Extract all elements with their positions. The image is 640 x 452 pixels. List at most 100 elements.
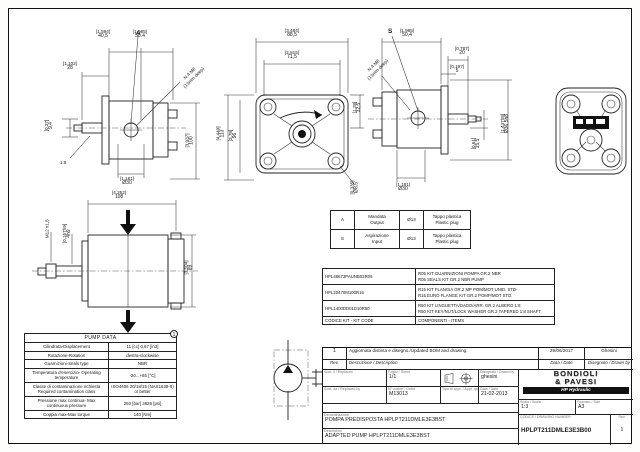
table-footer-row: CODICE KIT - KIT CODE COMPONENTI - ITEMS	[322, 315, 555, 326]
port-key: S	[330, 229, 355, 249]
table-row: HPL48673PAUNB03R05 R05 KIT GUARNIZIONI P…	[322, 268, 555, 285]
code-label: CODICE / DRAWING NUMBER	[520, 415, 571, 419]
revision-number: 1	[333, 348, 336, 354]
taper-note: 1:8	[60, 160, 67, 165]
dimension-label: [1,594]40,5	[96, 29, 111, 40]
logo-brand-bar: HP Hydraulic	[523, 386, 629, 394]
port-s-label: S	[388, 28, 393, 35]
spec-label: Guarnizioni-Seals type	[24, 359, 109, 369]
spec-label: Temperatura d'esercizio- Operating tempe…	[24, 367, 109, 383]
spec-label: Coppia max-Max torque	[24, 409, 109, 420]
projection-symbol-icon	[444, 372, 473, 385]
kit-code: HPL1400DD01D10R50	[322, 300, 416, 317]
port-size: Ø13	[399, 210, 424, 230]
dimension-label: [3,504]89	[183, 260, 194, 275]
front-view-drawing	[224, 38, 364, 185]
table-row: Temperatura d'esercizio- Operating tempe…	[24, 367, 177, 383]
date-label: Data / Date	[480, 387, 499, 391]
revision-description: Aggiornata distinta e disegno./Updated B…	[349, 348, 468, 353]
sheet-number: 1/1	[389, 374, 397, 381]
dimension-label: [0,61]15,5	[471, 137, 482, 150]
dimension-label: [3,484]88,5	[285, 28, 300, 39]
code-rev-label: Rev.	[618, 415, 626, 419]
kit-code: HPL48673PAUNB03R05	[322, 268, 416, 285]
kit-items-header: COMPONENTI - ITEMS	[415, 315, 555, 326]
dimension-label: [1,181]Ø30	[396, 182, 411, 193]
spec-label: Pressione max continua- Max continuous p…	[24, 395, 109, 411]
side-view-right-drawing	[368, 35, 512, 182]
title-en-label: Description	[324, 429, 342, 433]
note-balloon-1: 1	[170, 330, 178, 338]
format-value: A3	[578, 404, 585, 411]
scale-value: 1:3	[521, 404, 529, 411]
revision-date: 29/06/2017	[550, 348, 573, 353]
drawnby-col-header: Disegnato / Drawn by	[588, 360, 630, 365]
kit-code: HPL20470M100R15	[322, 284, 416, 301]
dimension-label: [3,78]96	[228, 129, 239, 142]
dimension-label: [0,37]9,4	[44, 119, 55, 132]
dimension-label: [1,102]28	[63, 61, 78, 72]
dimension-label: [1,437h8]Ø36,5h8	[500, 113, 511, 134]
table-row: HPL1400DD01D10R50 R50 KIT LINGUETTA/DADO…	[322, 300, 555, 317]
dimension-label: [0,787]20	[455, 46, 470, 57]
dimension-label: [3,937]100	[184, 133, 195, 148]
company-logo: BONDIOLI & PAVESI HP Hydraulic	[519, 370, 633, 400]
port-size: Ø13	[399, 229, 424, 249]
drawing-title-english: ADAPTED PUMP HPLPT211DMLE3E3BST	[325, 433, 430, 440]
dimension-label: [2,815]71,5	[285, 50, 300, 61]
replaced-label: Sost. da / Replaced by	[324, 387, 361, 391]
rear-view-drawing	[555, 87, 627, 175]
revision-author: Ghesini	[601, 348, 617, 353]
dimension-label: [0,197]5	[450, 64, 465, 75]
spec-value: destra-clockwise	[108, 350, 177, 361]
dimension-label: [1,985]50,4	[133, 29, 148, 40]
spec-value: 250 [bar] 3626 [psi]	[108, 395, 177, 411]
misc-label	[323, 404, 518, 408]
logo-line-2: & PAVESI	[555, 376, 597, 386]
scale-label: Scala / Scale	[520, 400, 541, 404]
dimension-label: [0,335]Ø8,5	[349, 180, 360, 195]
spec-label: Rotazione-Rotation	[24, 350, 109, 361]
rev-col-header: Rev.	[330, 360, 339, 365]
table-row: Classe di contaminazione richiesta Requi…	[24, 381, 177, 397]
replaces-label: Sost. il / Replaces	[324, 370, 353, 374]
dimension-label: [4,252]108	[112, 190, 127, 201]
pump-data-title: PUMP DATA	[24, 332, 177, 344]
pump-schematic-symbol	[273, 340, 322, 420]
description-col-header: Descrizione / Description	[349, 360, 398, 365]
table-row: Pressione max continua- Max continuous p…	[24, 395, 177, 411]
dimension-label: [4,449]113	[215, 126, 226, 141]
port-a-label: A	[136, 30, 141, 37]
spec-label: Cilindrata-Displacement	[24, 342, 109, 352]
kit-description: R50 KIT LINGUETTA/DADO/ARR. GR.2 ALBERO …	[415, 300, 555, 317]
dimension-label: [1,28]32,5	[352, 101, 363, 114]
sheet-label: Foglio / Sheet	[388, 370, 411, 374]
logo-line-1: BONDIOLI	[553, 370, 599, 378]
table-row: HPL20470M100R15 R15 KIT FLANGIA GR.2 MP …	[322, 284, 555, 301]
spec-value: ISO4406 20/18/15 (NAS1638-9) or better	[108, 381, 177, 397]
drawing-code: HPLPT211DMLE3E3B00	[521, 427, 592, 435]
thread-note: M12 x1,5	[44, 219, 50, 239]
date-col-header: Data / Date	[550, 360, 573, 365]
order-number: M13013	[389, 391, 408, 398]
title-it-label: Denominazione	[324, 413, 349, 417]
format-label: Formato / Size	[577, 400, 601, 404]
order-label: N° ordine / Order	[388, 387, 416, 391]
spec-value: NBR	[108, 359, 177, 369]
dimension-label: [1,181]Ø30	[120, 176, 135, 187]
spec-value: 11 [cc] 0,67 [in3]	[108, 342, 177, 352]
spec-label: Classe di contaminazione richiesta Requi…	[24, 381, 109, 397]
kit-codes-table: HPL48673PAUNB03R05 R05 KIT GUARNIZIONI P…	[322, 268, 555, 326]
title-block: 1 Aggiornata distinta e disegno./Updated…	[322, 347, 633, 445]
approval-type-label: Tipo di appr. / Appr. type	[442, 387, 479, 391]
